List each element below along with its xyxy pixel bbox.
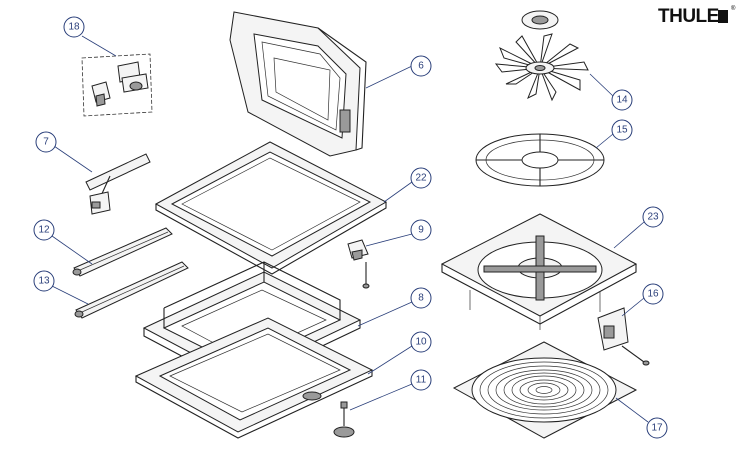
callout-label-22: 22 <box>415 173 427 184</box>
callout-label-8: 8 <box>418 293 424 304</box>
callout-label-10: 10 <box>415 337 427 348</box>
part-motor-mount-plate <box>440 213 638 330</box>
callout-label-13: 13 <box>38 276 50 287</box>
callout-circle-17 <box>646 417 668 439</box>
part-rail-lower <box>74 261 189 319</box>
part-fan-blade <box>494 10 589 102</box>
callout-label-17: 17 <box>651 423 663 434</box>
callout-circle-7 <box>35 131 57 153</box>
callouts: 18 6 14 7 15 22 9 23 12 13 <box>33 16 668 439</box>
callout-circle-23 <box>642 206 664 228</box>
callout-circle-11 <box>410 369 432 391</box>
callout-label-12: 12 <box>38 225 50 236</box>
callout-label-9: 9 <box>418 225 424 236</box>
callout-label-6: 6 <box>418 61 424 72</box>
part-ceiling-grille <box>452 341 638 439</box>
part-crank-knob <box>333 401 355 438</box>
callout-circle-18 <box>63 16 85 38</box>
callout-circle-9 <box>410 219 432 241</box>
part-lid-lifter-arm <box>85 153 151 215</box>
part-screen-frame <box>154 141 388 275</box>
callout-circle-10 <box>410 331 432 353</box>
callout-label-15: 15 <box>616 125 628 136</box>
callout-label-14: 14 <box>616 95 628 106</box>
callout-label-7: 7 <box>43 137 49 148</box>
callout-circle-22 <box>410 167 432 189</box>
part-rail-upper <box>72 227 173 277</box>
callout-circle-6 <box>410 55 432 77</box>
thule-logo: THULE ® <box>658 5 736 27</box>
part-base-flange <box>134 317 374 439</box>
part-clip <box>347 239 370 289</box>
callout-label-23: 23 <box>647 212 659 223</box>
part-bracket-set <box>81 53 153 117</box>
callout-circle-12 <box>33 219 55 241</box>
logo-text: THULE <box>658 6 719 27</box>
part-switch-bracket <box>597 307 650 366</box>
logo-badge-icon <box>718 10 728 23</box>
callout-circle-14 <box>611 89 633 111</box>
callout-circle-8 <box>410 287 432 309</box>
callout-label-16: 16 <box>647 289 659 300</box>
part-fan-guard-ring <box>475 133 605 187</box>
callout-circle-16 <box>642 283 664 305</box>
callout-label-11: 11 <box>416 375 427 386</box>
callout-label-18: 18 <box>68 22 80 33</box>
callout-circle-13 <box>33 270 55 292</box>
callout-circle-15 <box>611 119 633 141</box>
part-lid <box>229 11 367 157</box>
logo-registered-mark: ® <box>731 5 736 12</box>
